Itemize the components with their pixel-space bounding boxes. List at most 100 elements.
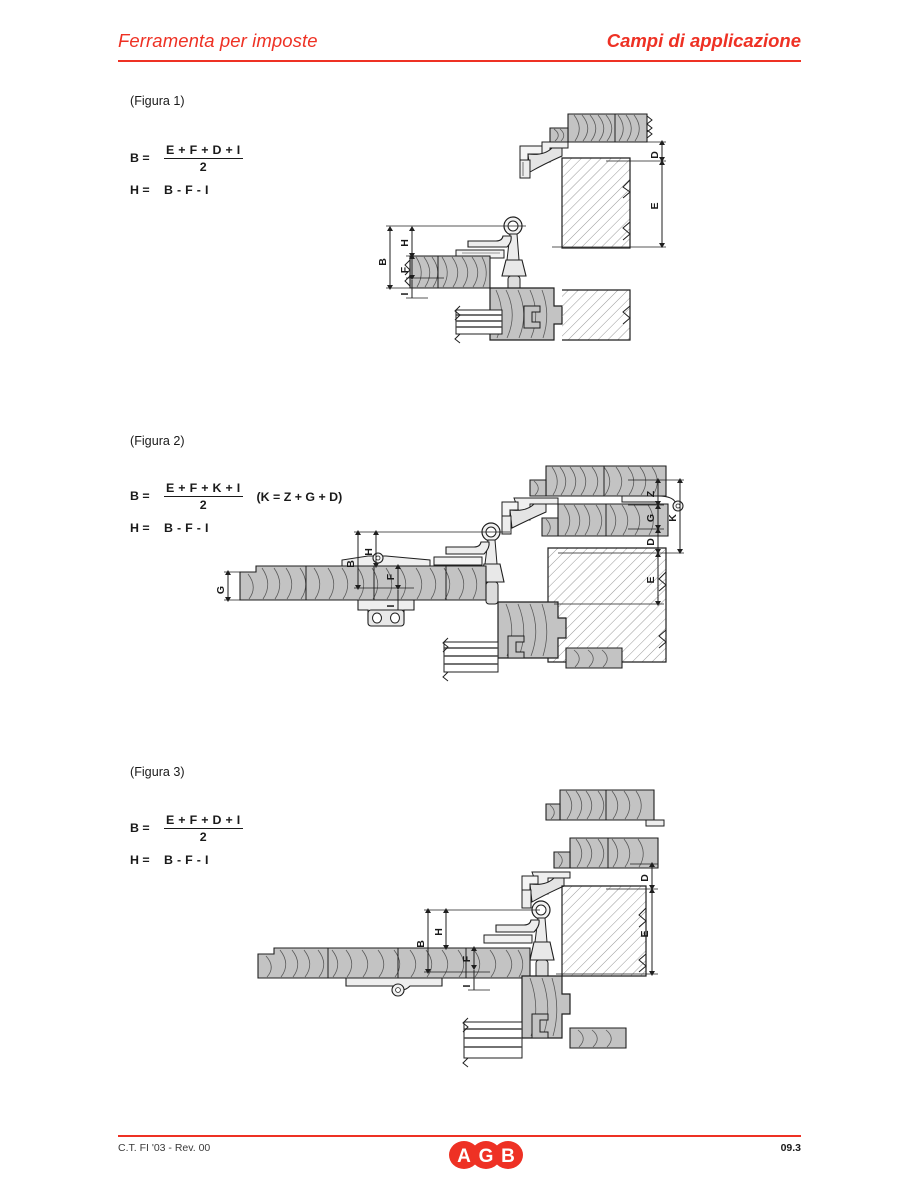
dim-label-h: H — [399, 239, 411, 247]
logo-letter-g: G — [479, 1146, 494, 1167]
footer-divider — [118, 1135, 801, 1137]
dim-label-g-right: G — [645, 514, 657, 522]
formula-lhs: B = — [130, 820, 150, 835]
dim-label-f: F — [385, 573, 397, 580]
formula-numerator: E + F + K + I — [164, 481, 243, 497]
formula-note: (K = Z + G + D) — [256, 489, 343, 504]
dimension-stack-left — [386, 225, 526, 299]
hinge-pivot — [529, 900, 555, 983]
shutter-leaf-timber — [257, 947, 531, 979]
formula-lhs: H = — [130, 521, 150, 535]
dim-label-d: D — [645, 538, 657, 546]
figure-1-caption: (Figura 1) — [130, 94, 185, 108]
dim-label-h: H — [363, 548, 375, 556]
dimension-stack-right — [552, 140, 666, 248]
header-divider — [118, 60, 801, 62]
glazing-unit — [442, 635, 525, 682]
page-header: Ferramenta per imposte Campi di applicaz… — [118, 30, 801, 64]
glazing-unit — [454, 305, 541, 344]
lower-frame-timber — [489, 287, 631, 341]
dim-label-f: F — [399, 266, 411, 273]
dim-label-i: I — [399, 292, 411, 295]
shutter-bottom-hinge-plate — [357, 599, 415, 627]
figure-3-formula-h: H = B - F - I — [130, 853, 209, 867]
dim-label-g-left: G — [215, 586, 227, 594]
dim-label-e: E — [649, 202, 661, 209]
formula-expression: B - F - I — [164, 183, 209, 197]
figure-2-formula-h: H = B - F - I — [130, 521, 209, 535]
upper-frame-timber — [529, 465, 667, 497]
dim-label-b: B — [377, 258, 389, 266]
formula-denominator: 2 — [199, 498, 207, 512]
header-right-title: Campi di applicazione — [606, 30, 801, 51]
formula-expression: B - F - I — [164, 853, 209, 867]
glazing-unit — [462, 1013, 549, 1068]
logo-circle-b — [493, 1141, 523, 1169]
logo-letter-b: B — [501, 1146, 515, 1167]
dim-label-b: B — [415, 940, 427, 948]
dim-label-e: E — [639, 930, 651, 937]
agb-logo: A G B — [449, 1141, 523, 1169]
dim-label-b: B — [345, 560, 357, 568]
hinge-lower-arm — [455, 235, 512, 259]
hinge-upper-bracket — [519, 141, 569, 179]
formula-denominator: 2 — [199, 830, 207, 844]
dim-label-k: K — [667, 514, 679, 522]
logo-circle-a — [449, 1141, 479, 1169]
upper-hinge-bracket — [521, 871, 571, 909]
hinge-pivot — [501, 216, 527, 299]
hinge-pivot — [479, 522, 505, 605]
figure-2-drawing: G B H F I — [215, 462, 688, 712]
upper-frame-timber — [545, 789, 665, 827]
hinge-lower-arm — [433, 541, 490, 566]
header-left-title: Ferramenta per imposte — [118, 30, 318, 51]
footer-revision: C.T. FI '03 - Rev. 00 — [118, 1142, 211, 1154]
dimension-stack-left — [424, 908, 540, 991]
dimension-stack-right — [554, 478, 684, 606]
figure-3-drawing: B H F I D E — [250, 782, 670, 1074]
formula-numerator: E + F + D + I — [164, 813, 243, 829]
logo-circle-g — [471, 1141, 501, 1169]
wall-section — [547, 547, 667, 663]
formula-expression: B - F - I — [164, 521, 209, 535]
hinge-lower-arm — [483, 919, 540, 944]
formula-lhs: B = — [130, 150, 150, 165]
formula-lhs: B = — [130, 488, 150, 503]
dim-label-h: H — [433, 928, 445, 936]
dim-label-d: D — [639, 874, 651, 882]
shutter-bottom-hinge-plate — [345, 977, 443, 997]
upper-hinge-bracket — [501, 495, 684, 535]
figure-1-drawing: B H F I D E — [372, 110, 672, 350]
logo-letter-a: A — [457, 1146, 471, 1167]
dim-label-i: I — [461, 984, 473, 987]
dimension-g-left — [224, 570, 244, 602]
dimension-stack-left — [354, 530, 510, 611]
dim-label-d: D — [649, 151, 661, 159]
dim-label-z: Z — [645, 490, 657, 497]
formula-lhs: H = — [130, 183, 150, 197]
shutter-top-hinge-plate — [341, 552, 431, 567]
shutter-leaf-timber — [239, 565, 487, 601]
middle-frame-timber — [541, 503, 669, 537]
figure-1-formula-h: H = B - F - I — [130, 183, 209, 197]
wall-section — [561, 157, 631, 249]
middle-frame-timber — [553, 837, 659, 869]
formula-lhs: H = — [130, 853, 150, 867]
wall-section — [561, 885, 647, 977]
formula-numerator: E + F + D + I — [164, 143, 243, 159]
figure-3-caption: (Figura 3) — [130, 765, 185, 779]
dim-label-i: I — [385, 604, 397, 607]
upper-timber-section — [549, 113, 653, 143]
dim-label-e: E — [645, 576, 657, 583]
shutter-leaf-timber — [404, 255, 491, 289]
formula-denominator: 2 — [199, 160, 207, 174]
dimension-stack-right — [556, 862, 658, 976]
footer-page-number: 09.3 — [780, 1142, 801, 1154]
